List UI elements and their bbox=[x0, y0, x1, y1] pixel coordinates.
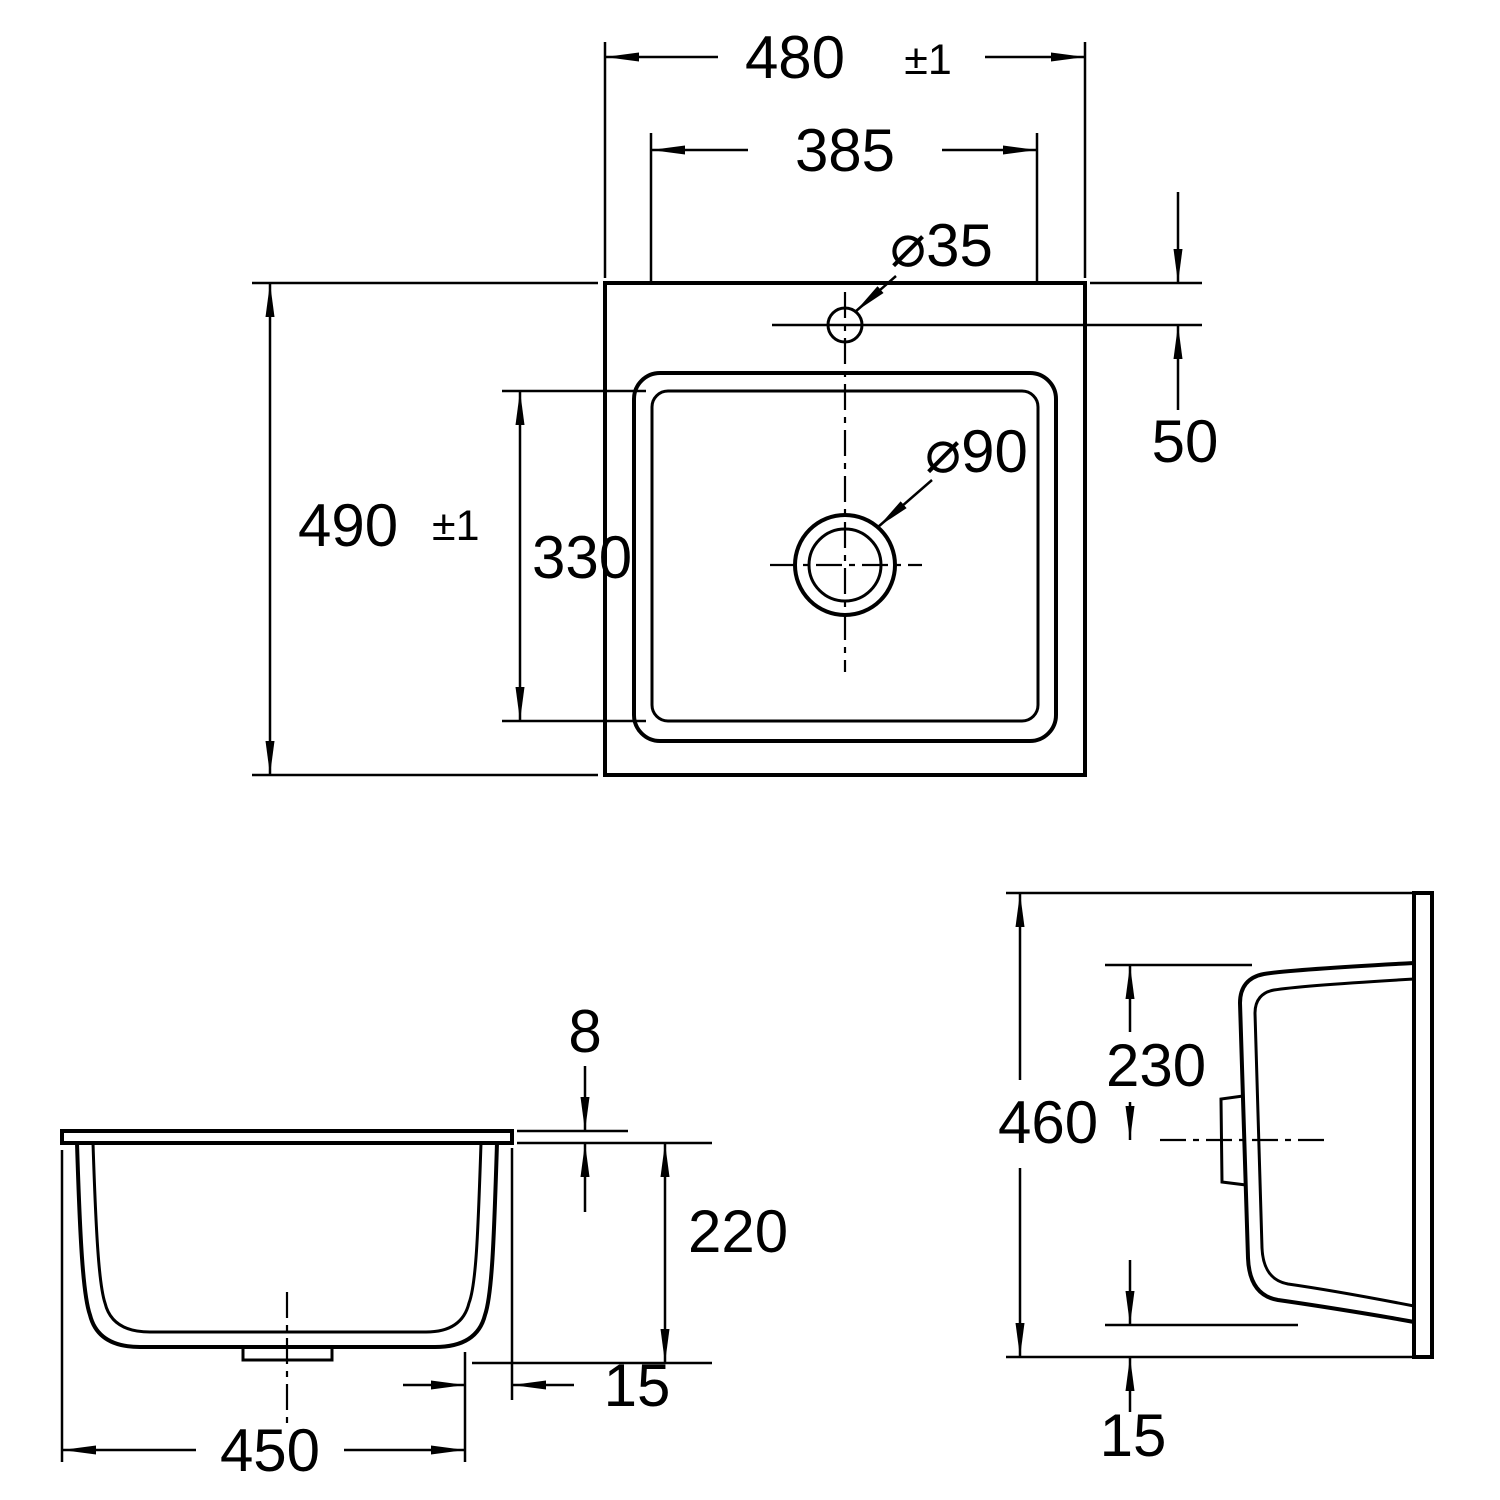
dim-bowl-center-offset: 230 bbox=[1105, 963, 1252, 1140]
dim-bowl-height: 220 bbox=[472, 1143, 788, 1365]
side-bowl-outer-profile bbox=[1237, 961, 1415, 1324]
faucet-diameter-label: ⌀35 bbox=[890, 212, 993, 279]
dim-bowl-width: 385 bbox=[649, 117, 1039, 283]
dim-bowl-depth: 330 bbox=[502, 389, 646, 723]
bowl-inner-profile bbox=[91, 1142, 483, 1334]
dim-drain-diameter: ⌀90 bbox=[877, 418, 1028, 528]
bowl-depth-label: 330 bbox=[532, 524, 632, 591]
overall-width-label: 480 bbox=[745, 24, 845, 91]
rim-thickness-label: 8 bbox=[568, 998, 601, 1065]
overall-depth-label: 490 bbox=[298, 492, 398, 559]
dim-faucet-hole-diameter: ⌀35 bbox=[854, 212, 993, 313]
dim-overall-depth: 490 ±1 bbox=[252, 281, 598, 777]
side-bowl-inner-profile bbox=[1253, 977, 1415, 1308]
dim-bottom-clearance: 15 bbox=[1100, 1260, 1298, 1469]
front-view: 8 220 15 450 bbox=[60, 998, 788, 1484]
rim-overhang-label: 15 bbox=[604, 1352, 671, 1419]
overall-height-label: 460 bbox=[998, 1089, 1098, 1156]
dim-faucet-hole-offset: 50 bbox=[1090, 192, 1218, 475]
bottom-width-label: 450 bbox=[220, 1417, 320, 1484]
rim-section bbox=[60, 1129, 514, 1145]
bowl-center-offset-label: 230 bbox=[1106, 1032, 1206, 1099]
bottom-clearance-label: 15 bbox=[1100, 1402, 1167, 1469]
dim-overall-width: 480 ±1 bbox=[603, 24, 1087, 278]
dim-bottom-width: 450 bbox=[60, 1150, 465, 1484]
bowl-height-label: 220 bbox=[688, 1198, 788, 1265]
bowl-width-label: 385 bbox=[795, 117, 895, 184]
faucet-offset-label: 50 bbox=[1152, 408, 1219, 475]
mounting-panel bbox=[1412, 891, 1434, 1359]
dim-overall-height: 460 bbox=[998, 891, 1412, 1359]
side-view: 460 230 15 bbox=[998, 891, 1434, 1469]
drain-diameter-label: ⌀90 bbox=[925, 418, 1028, 485]
overall-width-tolerance: ±1 bbox=[904, 36, 952, 84]
dim-rim-thickness: 8 bbox=[517, 998, 712, 1212]
overall-depth-tolerance: ±1 bbox=[432, 502, 480, 550]
top-view: 480 ±1 385 ⌀35 490 ±1 3 bbox=[252, 24, 1218, 777]
dim-rim-overhang: 15 bbox=[403, 1148, 670, 1462]
